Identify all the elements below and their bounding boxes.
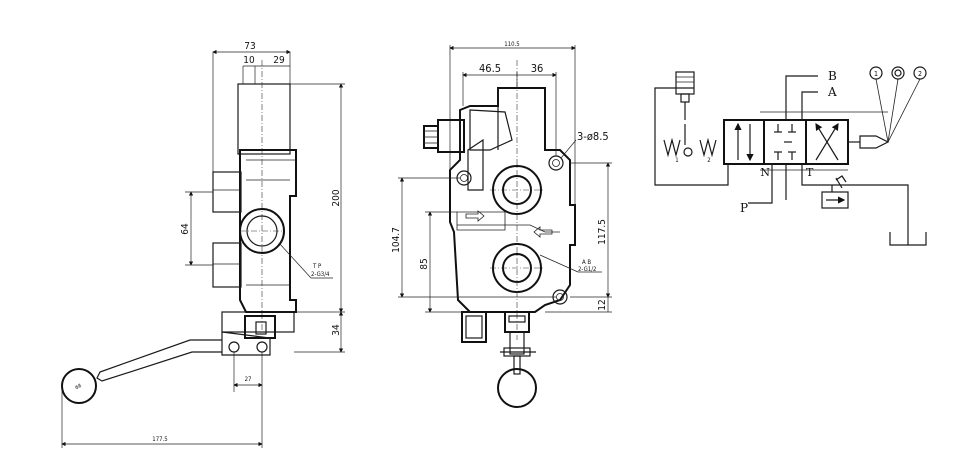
dim-offset-a: 10 xyxy=(243,55,255,66)
dim-front-height-mid: 85 xyxy=(419,258,430,269)
side-port-note-2: 2-G3/4 xyxy=(311,271,330,278)
side-lever-ball xyxy=(61,368,97,404)
dim-lever-length: 177.5 xyxy=(152,436,167,443)
front-body xyxy=(449,87,576,313)
dim-front-top-b: 36 xyxy=(531,62,544,75)
dim-front-height-right: 117.5 xyxy=(597,219,608,245)
mount-hole-top-right xyxy=(548,155,564,171)
ball-label: Φ8 xyxy=(74,383,83,391)
spring-label-1: 1 xyxy=(675,157,678,164)
side-bracket xyxy=(221,311,295,333)
pos-label-2: 2 xyxy=(918,70,922,78)
dim-port-spacing: 64 xyxy=(180,223,191,235)
dim-offset-b: 29 xyxy=(273,55,285,66)
manual-actuator xyxy=(675,71,695,95)
pilot-line xyxy=(654,87,729,186)
side-body xyxy=(239,149,297,313)
pos-indicator-0 xyxy=(891,66,905,80)
dim-front-height-left: 104.7 xyxy=(391,227,402,253)
dim-width-total: 73 xyxy=(244,41,255,52)
front-lever-ball xyxy=(497,368,537,408)
relief-valve xyxy=(821,191,849,209)
label-b: B xyxy=(828,69,837,83)
side-port-note-1: T P xyxy=(312,263,322,270)
dim-pin-spacing: 27 xyxy=(245,376,252,383)
valve-position-1 xyxy=(723,119,765,165)
front-bottom-block xyxy=(461,311,487,343)
line-a xyxy=(801,91,818,120)
side-top-cap xyxy=(237,83,291,155)
spring-left xyxy=(663,137,681,158)
dim-height-total: 200 xyxy=(331,189,342,206)
tank-symbol xyxy=(889,232,927,246)
hydraulic-schematic: 1 2 B A P N T xyxy=(654,66,927,246)
dim-holes: 3-ø8.5 xyxy=(577,130,609,143)
pos-label-1: 1 xyxy=(874,70,878,78)
dim-front-width: 110.5 xyxy=(504,41,519,48)
line-b xyxy=(785,75,818,120)
side-lever xyxy=(96,339,222,382)
spring-right xyxy=(699,137,717,158)
label-p: P xyxy=(740,201,748,215)
front-view: 110.5 46.5 36 3-ø8.5 104.7 85 117.5 12 A… xyxy=(391,41,612,408)
side-port-boss-top xyxy=(212,171,242,213)
front-port-note-1: A B xyxy=(582,259,591,266)
side-port-boss-bottom xyxy=(212,242,242,288)
dim-front-bottom-right: 12 xyxy=(597,299,608,310)
label-t: T xyxy=(806,166,814,179)
label-n: N xyxy=(760,166,770,179)
front-port-note-2: 2-G1/2 xyxy=(578,266,596,273)
line-t xyxy=(801,164,909,245)
dim-front-top-a: 46.5 xyxy=(479,62,501,75)
side-view: Φ8 73 10 29 200 34 64 27 177.5 T P 2 xyxy=(61,41,345,448)
dim-bottom: 34 xyxy=(331,324,342,336)
label-a: A xyxy=(827,85,837,99)
spring-label-2: 2 xyxy=(707,157,710,164)
